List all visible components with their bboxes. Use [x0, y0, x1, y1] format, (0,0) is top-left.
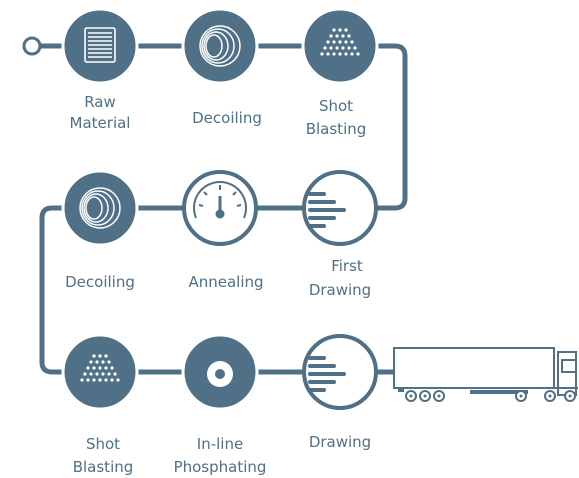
step-label-line1: Raw: [84, 93, 116, 111]
step-label-line1: Drawing: [309, 433, 371, 451]
step-label-line2: Blasting: [73, 458, 134, 476]
step-decoiling-1: Decoiling: [183, 9, 262, 127]
step-label-line1: In-line: [197, 435, 243, 453]
step-label-line1: Decoiling: [65, 273, 135, 291]
truck-icon: [394, 348, 578, 401]
step-first-drawing: First Drawing: [304, 172, 376, 299]
coil-stack-icon: [85, 28, 115, 62]
step-shot-blasting-1: Shot Blasting: [303, 9, 377, 138]
start-node: [24, 38, 40, 54]
step-raw-material: Raw Material: [63, 9, 137, 132]
phosphating-ring-icon: [207, 361, 233, 387]
step-label-line2: Drawing: [309, 281, 371, 299]
step-label-line2: Blasting: [306, 120, 367, 138]
step-label-line2: Material: [70, 114, 131, 132]
step-label-line1: Decoiling: [192, 109, 262, 127]
step-label-line1: Shot: [319, 97, 353, 115]
step-label-line1: First: [331, 257, 363, 275]
step-inline-phosphating: In-line Phosphating: [174, 335, 267, 476]
step-label-line2: Phosphating: [174, 458, 267, 476]
step-decoiling-2: Decoiling: [63, 171, 137, 291]
step-shot-blasting-2: Shot Blasting: [63, 335, 137, 476]
step-label-line1: Annealing: [188, 273, 263, 291]
step-drawing: Drawing: [304, 336, 376, 451]
step-label-line1: Shot: [86, 435, 120, 453]
step-annealing: Annealing: [184, 172, 264, 291]
